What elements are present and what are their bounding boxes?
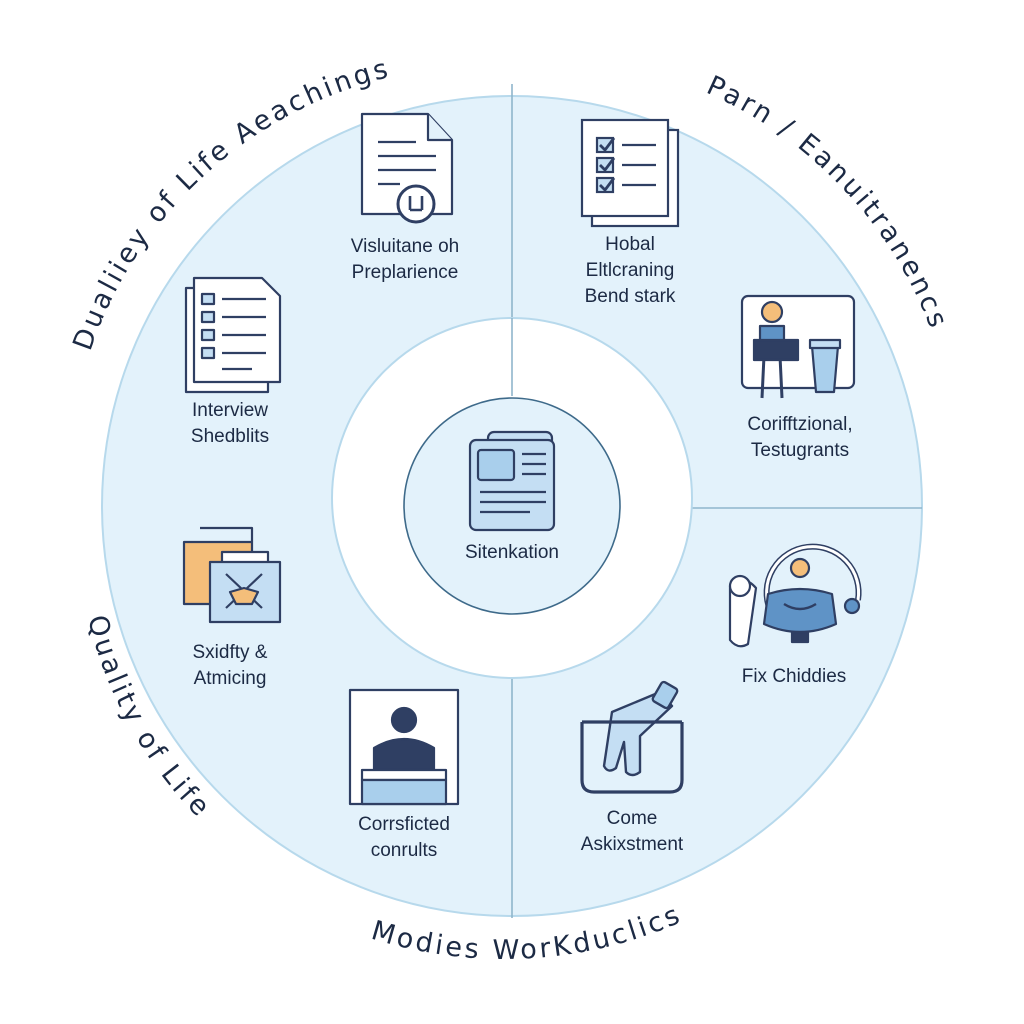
newspaper-icon (468, 430, 556, 532)
pet-device-icon (728, 543, 862, 648)
item-label-consultants: Corifftzional,Testugrants (747, 414, 853, 461)
checklist-icon (580, 118, 680, 228)
hand-in-basket-icon (580, 680, 684, 794)
person-at-desk-icon (740, 294, 856, 399)
document-icon (360, 112, 454, 224)
folder-icon (182, 526, 282, 624)
checklist-document-icon (184, 276, 282, 394)
item-label-safety: Sxidfty &Atmicing (192, 642, 268, 689)
center-label: Sitenkation (464, 542, 559, 563)
item-label-fix-children: Fix Chiddies (741, 666, 847, 687)
presenter-icon (348, 688, 460, 806)
